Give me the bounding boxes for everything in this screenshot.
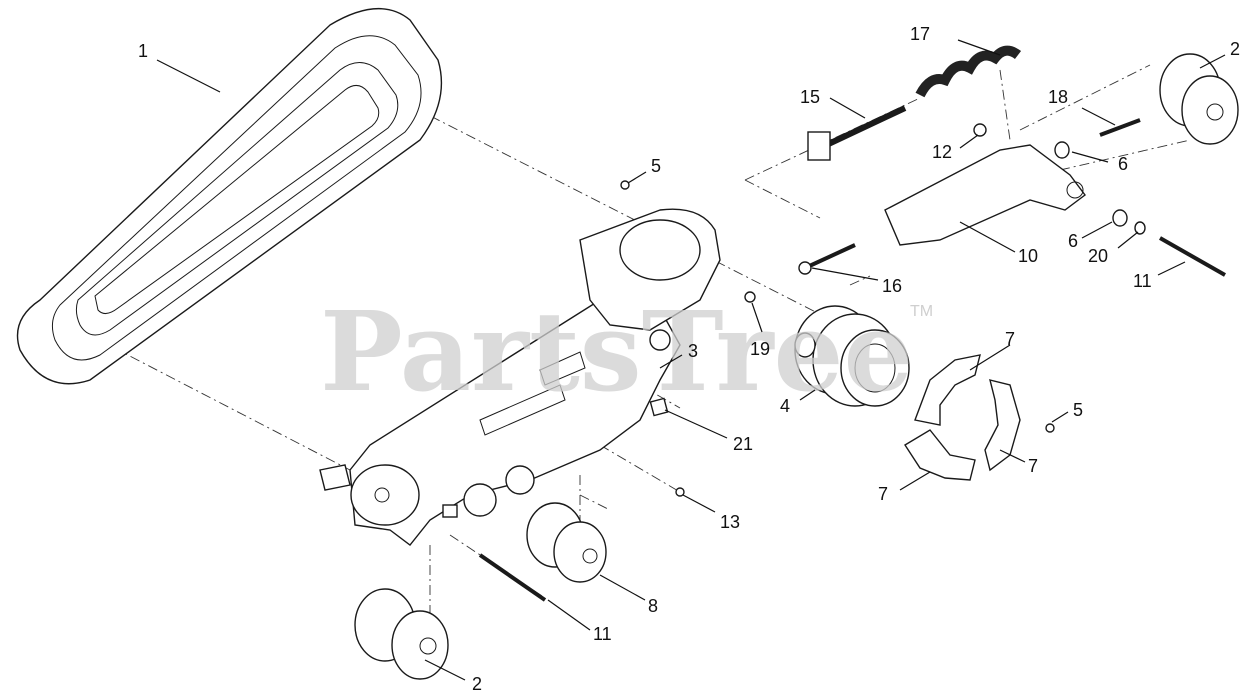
front-roller[interactable] bbox=[1159, 53, 1239, 145]
tension-spring[interactable] bbox=[915, 45, 1022, 98]
callout-21[interactable]: 21 bbox=[733, 434, 753, 454]
watermark-trademark: TM bbox=[910, 303, 933, 320]
callout-6-lower[interactable]: 6 bbox=[1068, 231, 1078, 251]
hardware bbox=[620, 123, 1146, 497]
callout-20[interactable]: 20 bbox=[1088, 246, 1108, 266]
callout-12[interactable]: 12 bbox=[932, 142, 952, 162]
callout-2-front[interactable]: 2 bbox=[1230, 39, 1240, 59]
callout-19[interactable]: 19 bbox=[750, 339, 770, 359]
track-frame[interactable] bbox=[319, 208, 721, 546]
callout-15[interactable]: 15 bbox=[800, 87, 820, 107]
tension-rod[interactable] bbox=[807, 105, 907, 161]
axle-bolt-lower[interactable] bbox=[478, 553, 547, 602]
mid-roller[interactable] bbox=[526, 502, 607, 583]
track-belt[interactable] bbox=[16, 8, 443, 385]
callout-5-upper[interactable]: 5 bbox=[651, 156, 661, 176]
callout-16[interactable]: 16 bbox=[882, 276, 902, 296]
callout-7-upper[interactable]: 7 bbox=[1005, 329, 1015, 349]
callout-1[interactable]: 1 bbox=[138, 41, 148, 61]
callout-7-lower[interactable]: 7 bbox=[878, 484, 888, 504]
callout-18[interactable]: 18 bbox=[1048, 87, 1068, 107]
sprocket-segment-upper[interactable] bbox=[914, 354, 981, 426]
callout-13[interactable]: 13 bbox=[720, 512, 740, 532]
callout-3[interactable]: 3 bbox=[688, 341, 698, 361]
callout-4[interactable]: 4 bbox=[780, 396, 790, 416]
watermark-text: PartsTree bbox=[320, 287, 914, 416]
sprocket-segment-lower[interactable] bbox=[904, 429, 976, 481]
axle-bolt-upper[interactable] bbox=[1159, 236, 1226, 277]
callout-2-rear[interactable]: 2 bbox=[472, 674, 482, 694]
callout-6-upper[interactable]: 6 bbox=[1118, 154, 1128, 174]
callout-11-lower[interactable]: 11 bbox=[593, 624, 612, 644]
rear-roller[interactable] bbox=[354, 588, 449, 680]
sprocket-segment-right[interactable] bbox=[984, 379, 1021, 472]
callout-8[interactable]: 8 bbox=[648, 596, 658, 616]
callout-10[interactable]: 10 bbox=[1018, 246, 1038, 266]
pivot-bolt[interactable] bbox=[1099, 118, 1141, 137]
idler-arm[interactable] bbox=[884, 144, 1086, 246]
idler-bolt[interactable] bbox=[798, 243, 856, 275]
drive-motor[interactable] bbox=[794, 305, 910, 407]
callout-11-upper[interactable]: 11 bbox=[1133, 271, 1152, 291]
callout-17[interactable]: 17 bbox=[910, 24, 930, 44]
callout-5-lower[interactable]: 5 bbox=[1073, 400, 1083, 420]
callout-7-right[interactable]: 7 bbox=[1028, 456, 1038, 476]
callouts: 1 2 2 3 4 5 5 6 6 7 7 7 8 10 11 11 12 13… bbox=[138, 24, 1240, 694]
watermark: PartsTree TM bbox=[320, 287, 933, 416]
leader-lines bbox=[156, 39, 1226, 681]
